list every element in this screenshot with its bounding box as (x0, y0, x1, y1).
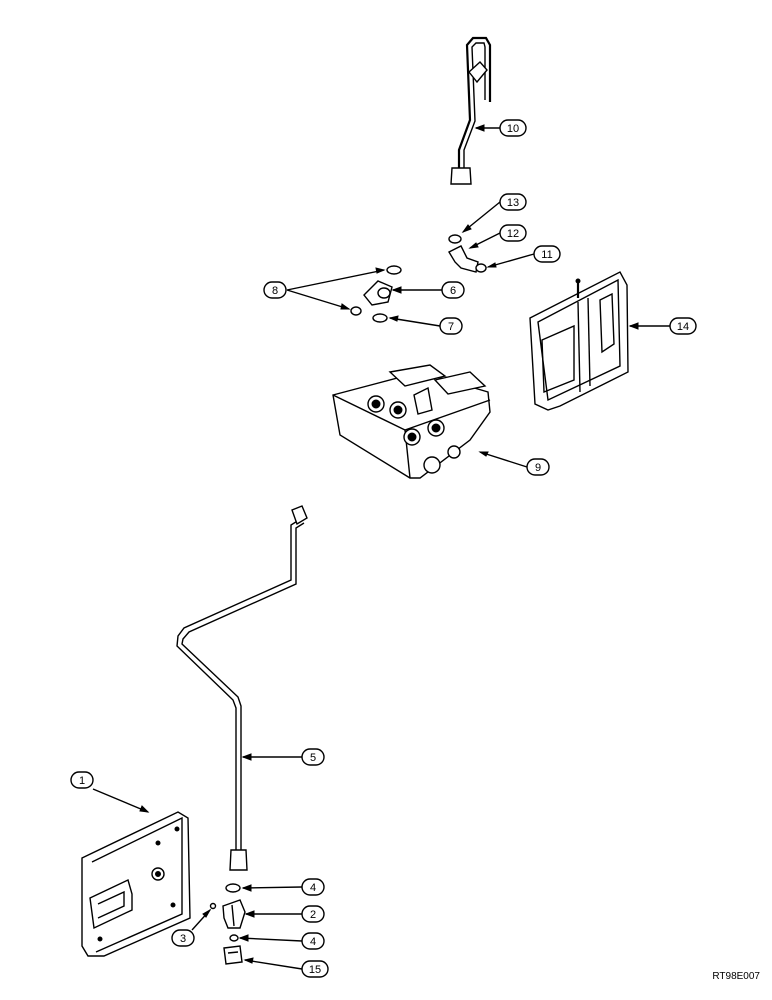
svg-text:11: 11 (541, 249, 552, 261)
svg-text:7: 7 (448, 321, 454, 333)
callout-1: 1 (70, 771, 94, 789)
part-9-valve-block (332, 364, 491, 479)
callout-15: 15 (301, 960, 329, 978)
callout-5: 5 (301, 748, 325, 766)
svg-text:5: 5 (310, 752, 316, 764)
callout-9: 9 (526, 458, 550, 476)
part-2-tee-fitting (209, 883, 246, 965)
svg-text:13: 13 (507, 197, 519, 209)
callout-2: 2 (301, 905, 325, 923)
svg-text:4: 4 (310, 882, 316, 894)
callout-6: 6 (441, 281, 465, 299)
callout-3: 3 (171, 929, 195, 947)
callout-8: 8 (263, 281, 287, 299)
part-6-swivel-fitting (350, 265, 402, 323)
svg-text:9: 9 (535, 462, 541, 474)
svg-text:3: 3 (180, 933, 186, 945)
callout-10: 10 (499, 119, 527, 137)
svg-text:8: 8 (272, 285, 278, 297)
callout-4a: 4 (301, 878, 325, 896)
svg-text:15: 15 (309, 964, 321, 976)
part-10-tube (450, 36, 492, 185)
svg-text:2: 2 (310, 909, 316, 921)
svg-text:6: 6 (450, 285, 456, 297)
svg-text:4: 4 (310, 936, 316, 948)
svg-text:10: 10 (507, 123, 519, 135)
callout-13: 13 (499, 193, 527, 211)
part-11-elbow-fitting (448, 234, 487, 273)
callout-11: 12 (499, 224, 527, 242)
callout-4b: 4 (301, 932, 325, 950)
callout-12: 11 (533, 245, 561, 263)
leader-lines (92, 124, 670, 970)
svg-text:12: 12 (507, 228, 519, 240)
callout-14: 14 (669, 317, 697, 335)
part-14-cover-plate (529, 271, 629, 411)
callout-7: 7 (439, 317, 463, 335)
drawing-id: RT98E007 (712, 971, 760, 982)
part-1-plate (81, 811, 191, 957)
svg-text:14: 14 (677, 321, 689, 333)
svg-text:1: 1 (79, 775, 85, 787)
part-5-tube (176, 505, 308, 871)
